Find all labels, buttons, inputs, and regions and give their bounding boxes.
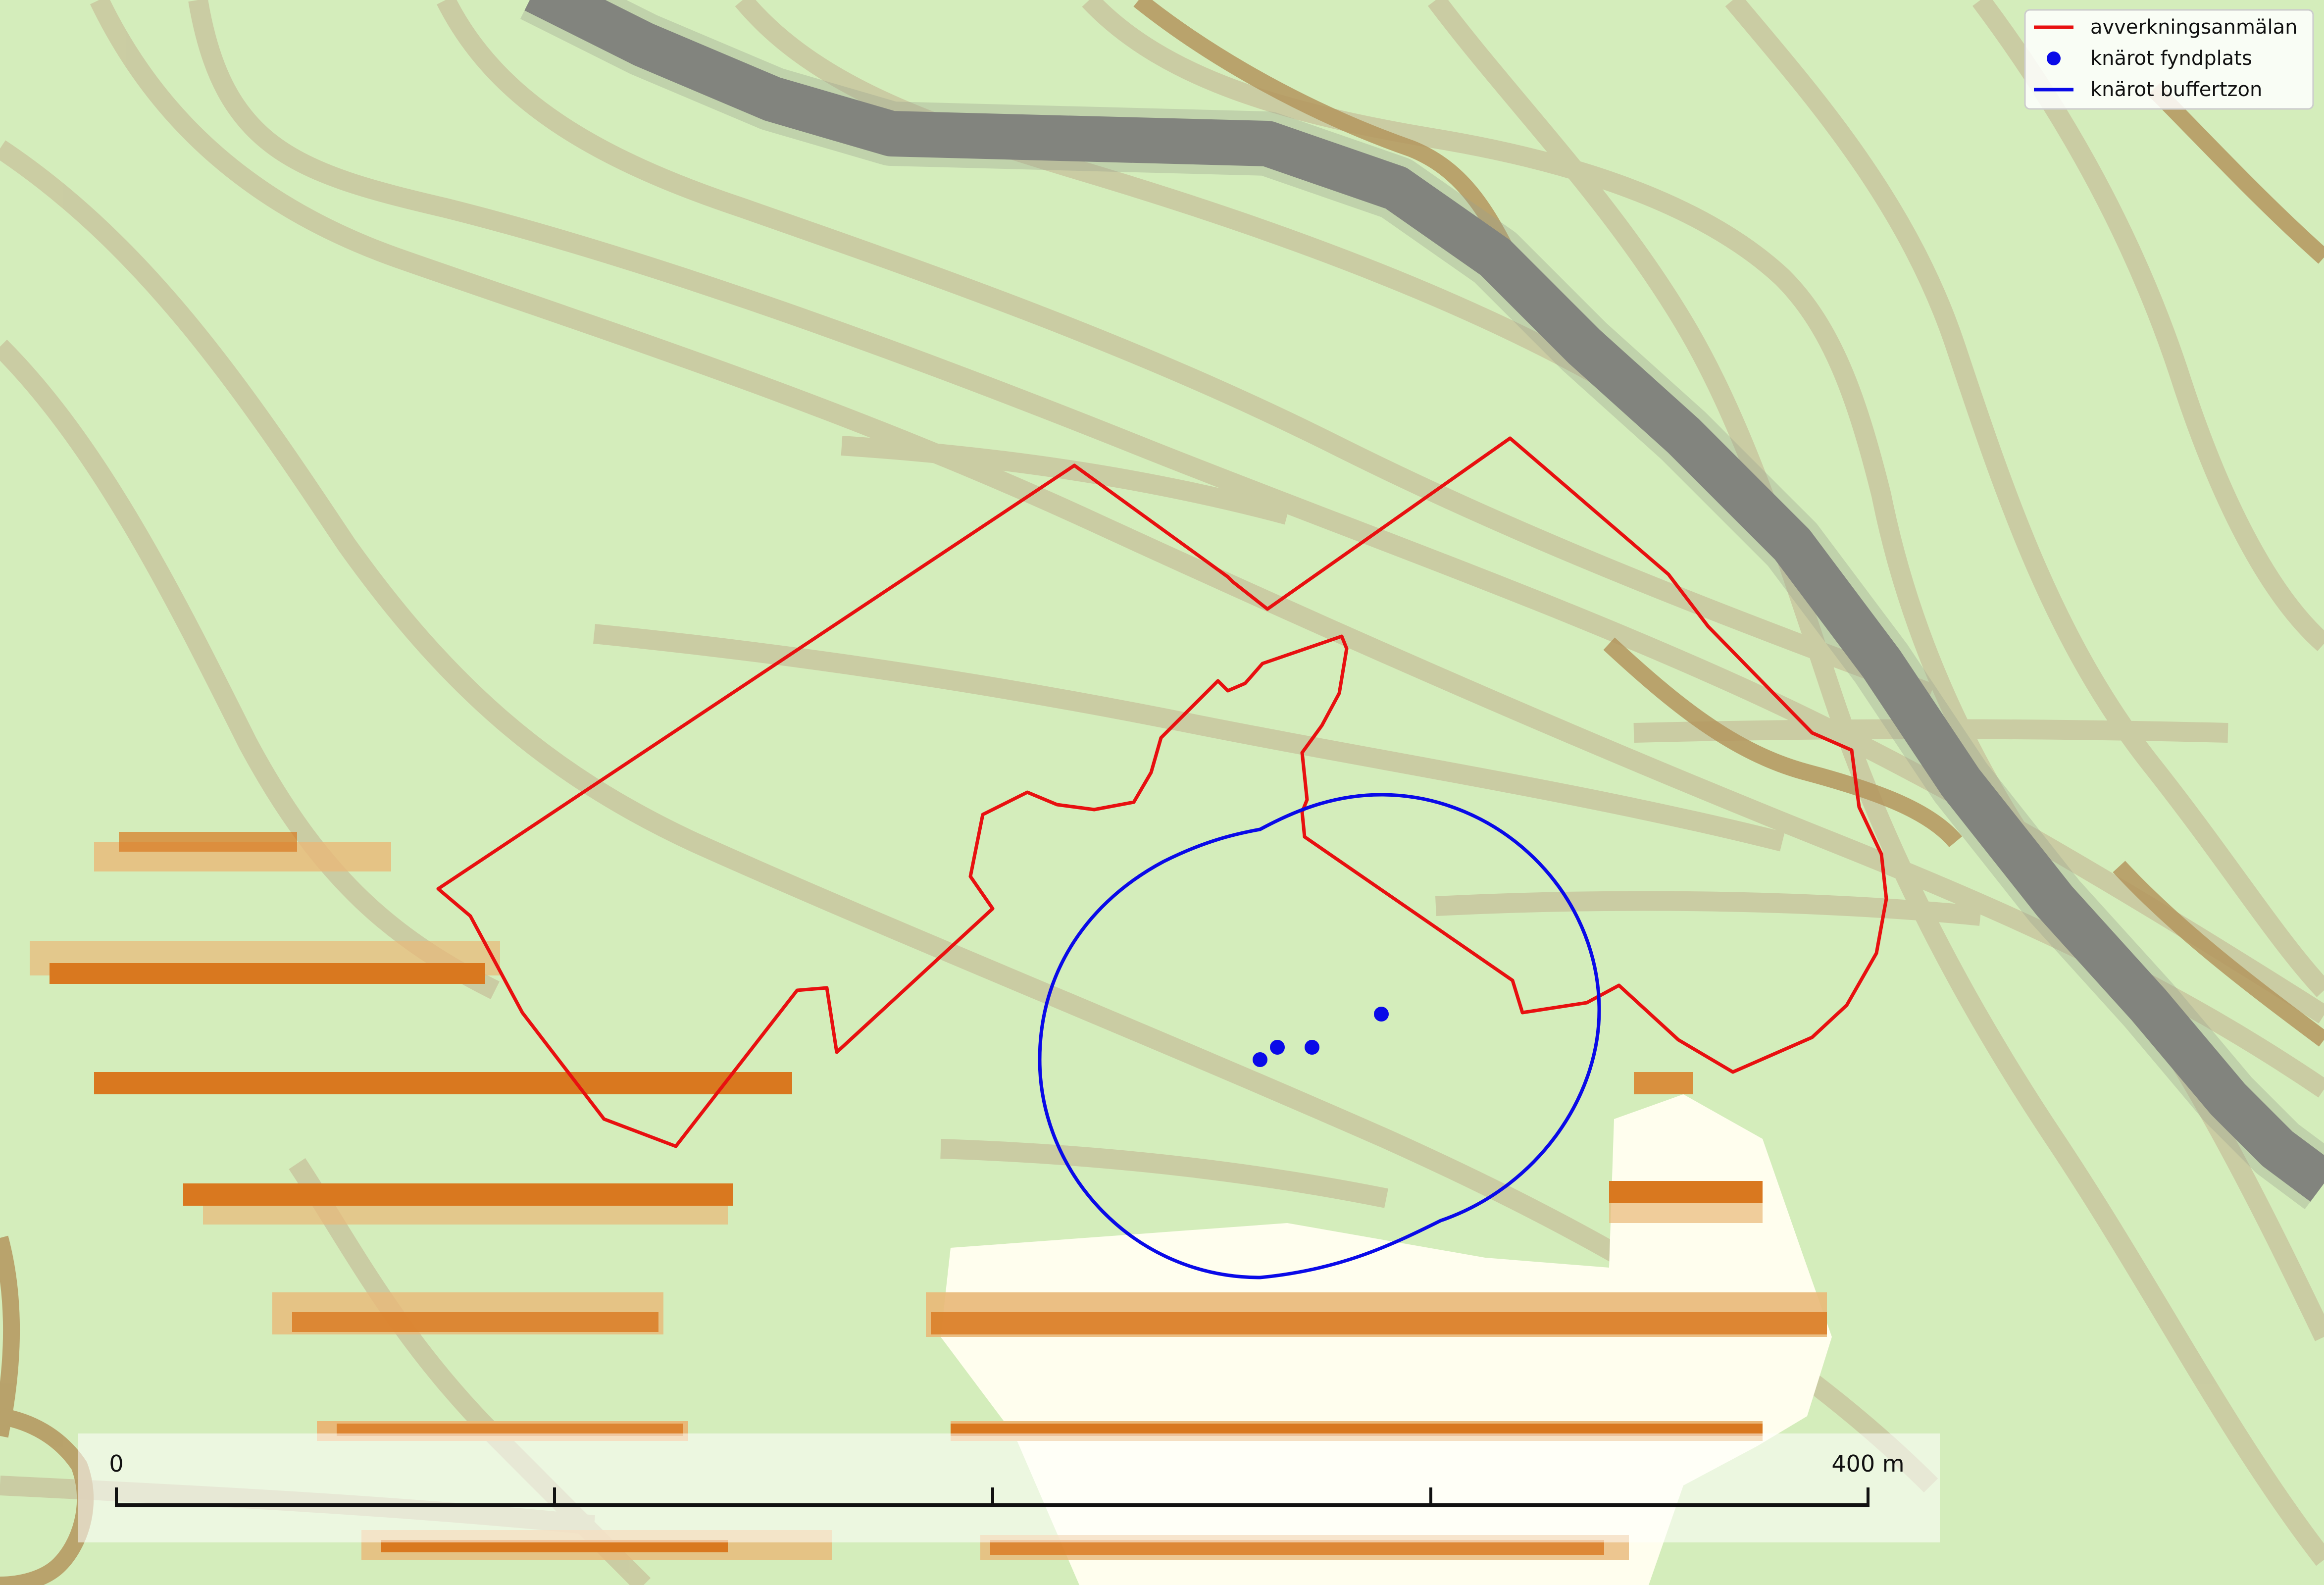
legend-label-felling: avverkningsanmälan <box>2090 16 2297 39</box>
scale-bar-background <box>78 1433 1940 1542</box>
find-location-point <box>1374 1007 1389 1022</box>
find-location-point <box>1305 1040 1319 1055</box>
legend-box <box>2024 9 2314 110</box>
legend-label-find: knärot fyndplats <box>2090 47 2252 70</box>
map-legend: avverkningsanmälan knärot fyndplats knär… <box>2024 9 2314 110</box>
cultivation-stripes <box>30 832 1827 1560</box>
scale-bar-start-label: 0 <box>109 1450 123 1477</box>
find-location-point <box>1270 1040 1285 1055</box>
legend-symbol-find-dot <box>2047 51 2061 65</box>
knarot-buffer-zone <box>1038 793 1601 1279</box>
scale-bar: 0 400 m <box>78 1433 1940 1542</box>
felling-notification-boundary <box>436 436 1888 1148</box>
find-location-point <box>1253 1052 1267 1067</box>
legend-label-buffer: knärot buffertzon <box>2090 78 2262 101</box>
road <box>524 0 2324 1202</box>
knarot-find-locations <box>1253 1007 1389 1067</box>
scale-bar-end-label: 400 m <box>1831 1450 1904 1477</box>
